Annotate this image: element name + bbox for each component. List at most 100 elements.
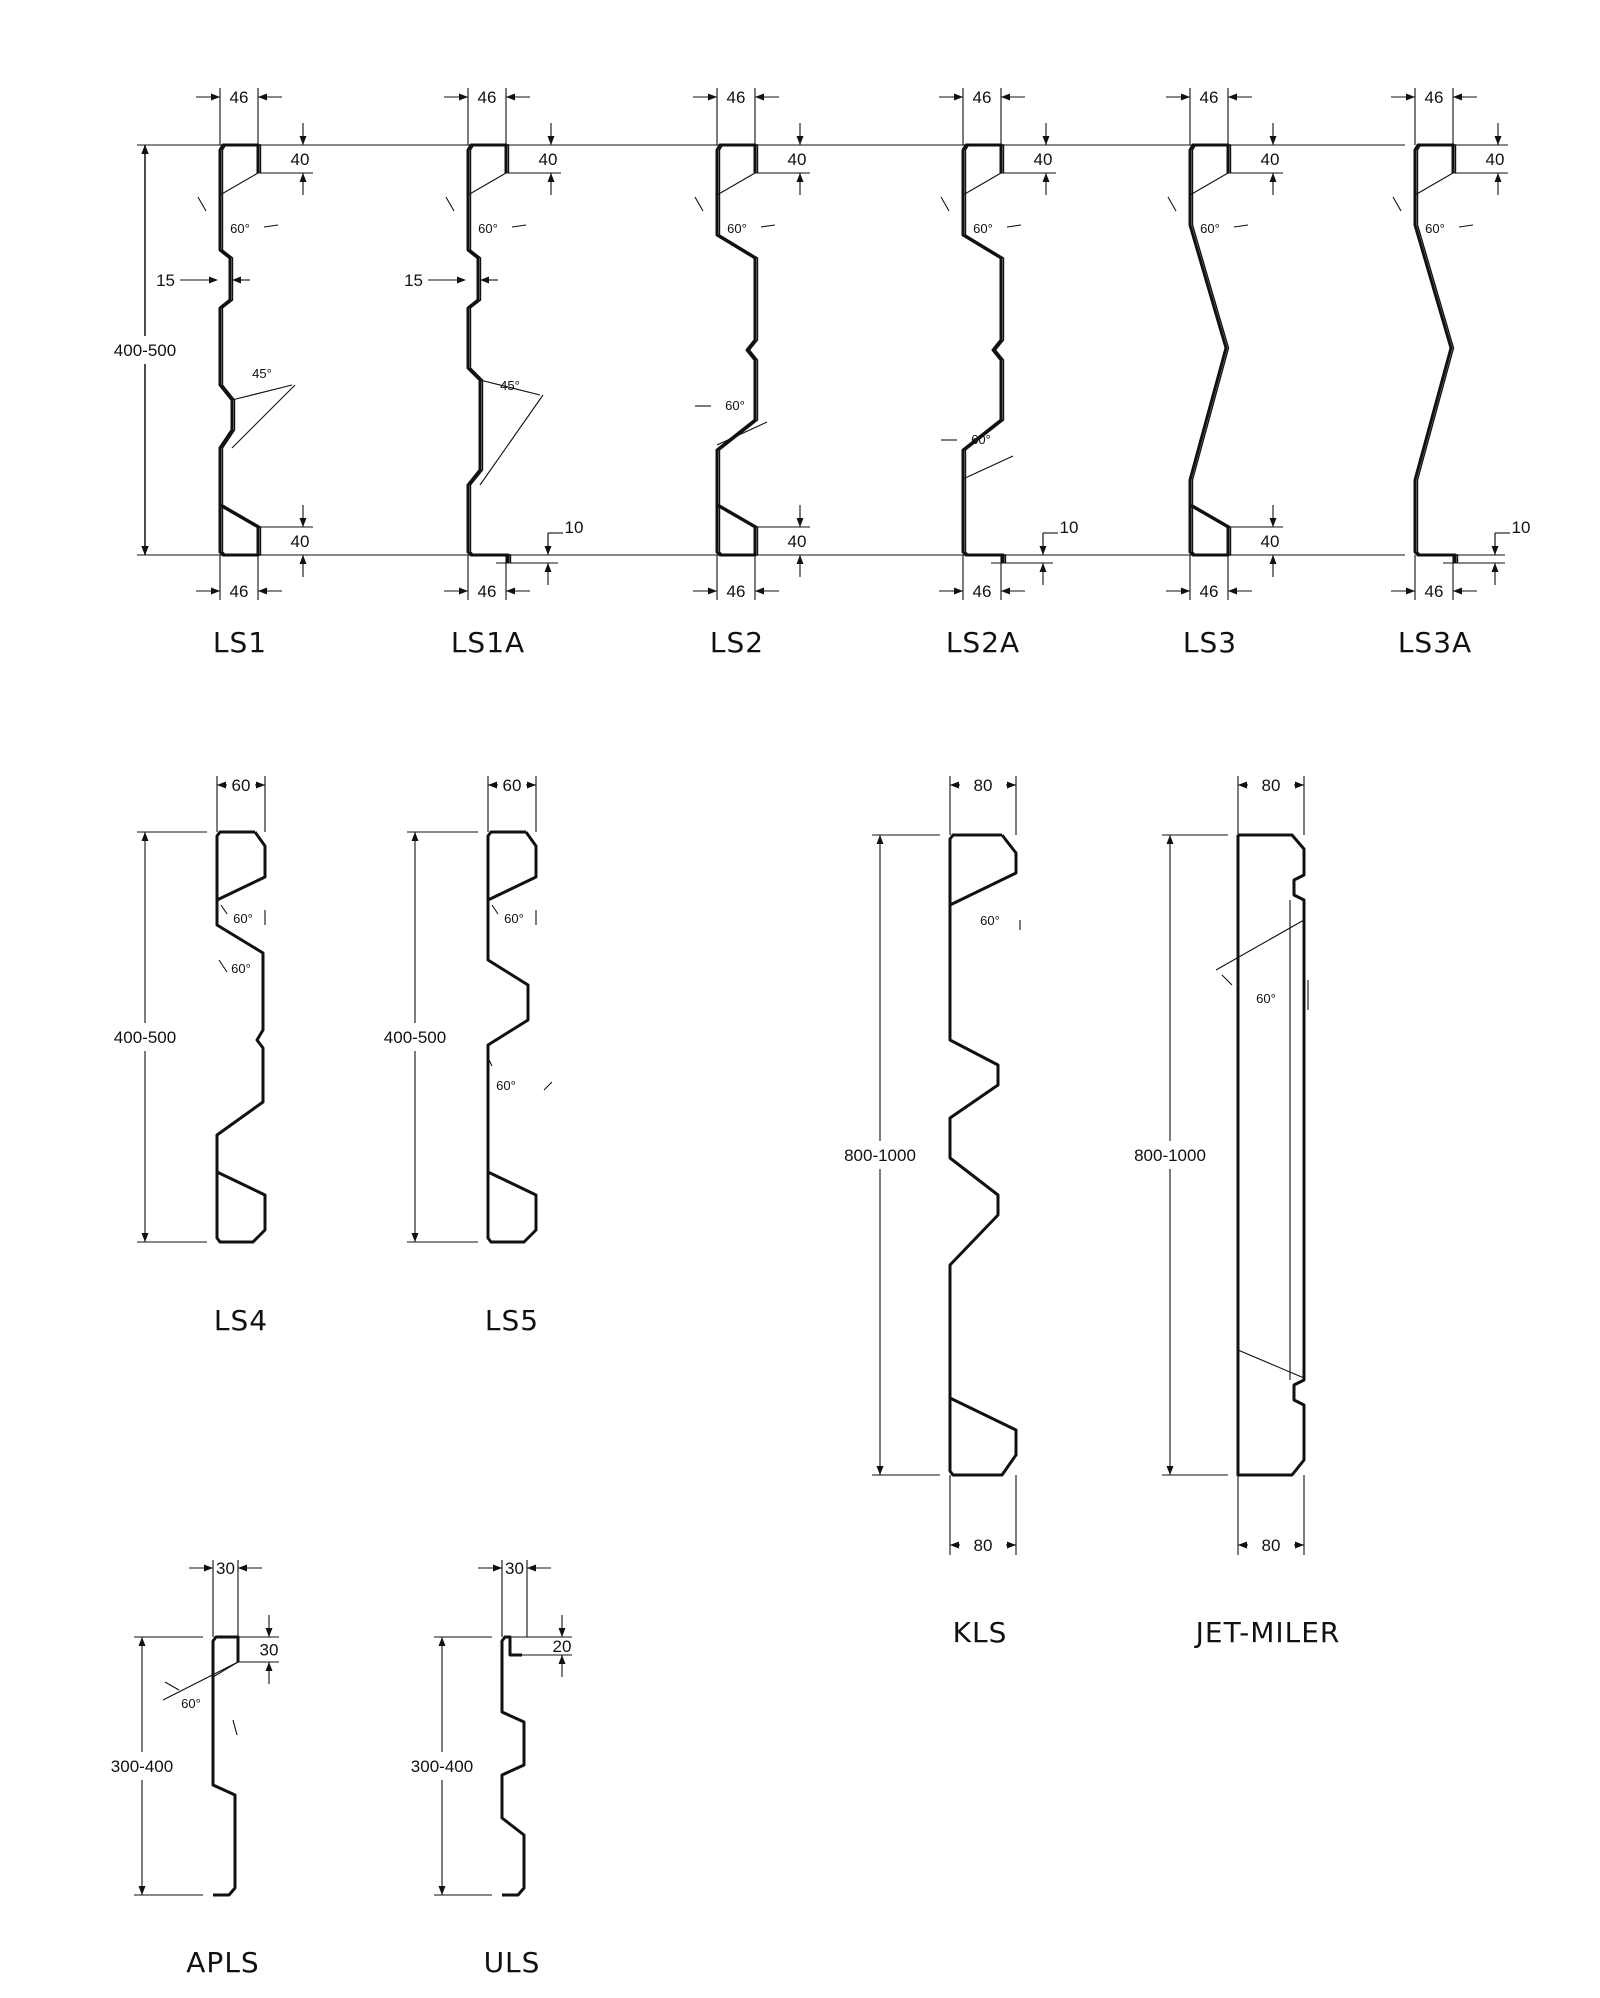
dimension-arrowhead — [558, 1655, 566, 1664]
dimension-arrowhead — [299, 555, 307, 564]
profile-web — [1189, 172, 1229, 196]
dimension-arrowhead — [954, 93, 963, 101]
dimension-arrowhead — [1295, 781, 1304, 789]
dimension-text-mask — [100, 338, 190, 360]
gap-dimension-value: 10 — [565, 518, 584, 537]
profile-label: LS5 — [485, 1304, 539, 1337]
width-dimension-value: 46 — [973, 582, 992, 601]
dimension-arrowhead — [950, 1541, 959, 1549]
thickness-dimension-value: 40 — [291, 532, 310, 551]
angle-annotation: 60° — [231, 961, 251, 976]
dimension-arrowhead — [138, 1637, 146, 1646]
profile-top-lug — [215, 830, 267, 902]
width-dimension-value: 30 — [216, 1559, 235, 1578]
profile-web — [716, 172, 756, 196]
angle-annotation: 60° — [727, 221, 747, 236]
profile-label: LS4 — [214, 1304, 268, 1337]
dimension-arrowhead — [459, 587, 468, 595]
dimension-arrowhead — [1001, 93, 1010, 101]
dimension-arrowhead — [138, 1886, 146, 1895]
dimension-arrowhead — [796, 518, 804, 527]
angle-leader — [1167, 196, 1177, 212]
gap-dimension-value: 10 — [1060, 518, 1079, 537]
angle-leader — [445, 196, 455, 212]
profile-label: ULS — [484, 1946, 541, 1979]
profile-web — [219, 504, 259, 528]
dimension-arrowhead — [256, 781, 265, 789]
dimension-arrowhead — [232, 276, 241, 284]
dimension-arrowhead — [1453, 587, 1462, 595]
dimension-arrowhead — [1406, 587, 1415, 595]
profile-outline — [486, 900, 538, 1244]
dimension-arrowhead — [1166, 835, 1174, 844]
angle-annotation: 60° — [230, 221, 250, 236]
profile-web — [1414, 172, 1454, 196]
thickness-dimension-value: 40 — [1261, 150, 1280, 169]
dimension-arrowhead — [1269, 173, 1277, 182]
angle-annotation: 60° — [233, 911, 253, 926]
profile-inner-edge — [469, 144, 512, 563]
dimension-arrowhead — [1007, 781, 1016, 789]
dimension-arrowhead — [211, 587, 220, 595]
thickness-dimension-value: 40 — [1486, 150, 1505, 169]
profile-web — [716, 504, 756, 528]
width-dimension-value: 46 — [1200, 582, 1219, 601]
profile-inner-edge — [964, 144, 1007, 563]
width-dimension-value: 46 — [230, 88, 249, 107]
dimension-arrowhead — [1007, 1541, 1016, 1549]
dimension-arrowhead — [488, 781, 497, 789]
angle-leader — [487, 1057, 493, 1067]
dimension-arrowhead — [1494, 136, 1502, 145]
angle-annotation: 60° — [504, 911, 524, 926]
dimension-text-mask — [370, 1025, 460, 1047]
width-dimension-value: 80 — [974, 776, 993, 795]
dimension-arrowhead — [708, 93, 717, 101]
dimension-arrowhead — [1453, 93, 1462, 101]
dimension-arrowhead — [1269, 136, 1277, 145]
angle-leader — [1233, 224, 1249, 228]
dimension-arrowhead — [1039, 563, 1047, 572]
dimension-arrowhead — [796, 136, 804, 145]
angle-leader — [1221, 974, 1233, 986]
dimension-arrowhead — [1228, 587, 1237, 595]
angle-leader — [164, 1681, 180, 1691]
dimension-arrowhead — [1042, 136, 1050, 145]
thickness-dimension-value: 40 — [291, 150, 310, 169]
thickness-dimension-value: 20 — [553, 1637, 572, 1656]
width-dimension-value: 46 — [478, 582, 497, 601]
angle-leader — [716, 421, 768, 446]
dimension-arrowhead — [258, 587, 267, 595]
thickness-dimension-value: 40 — [788, 532, 807, 551]
angle-annotation: 60° — [1256, 991, 1276, 1006]
angle-annotation: 60° — [1200, 221, 1220, 236]
dimension-arrowhead — [493, 1564, 502, 1572]
dimension-arrowhead — [876, 1466, 884, 1475]
dimension-arrowhead — [1181, 93, 1190, 101]
dimension-arrowhead — [527, 781, 536, 789]
dimension-arrowhead — [457, 276, 466, 284]
angle-leader — [232, 1719, 238, 1736]
angle-leader — [940, 196, 950, 212]
angle-leader — [1458, 224, 1474, 228]
height-range-value: 400-500 — [384, 1028, 446, 1047]
width-dimension-value: 46 — [727, 88, 746, 107]
gap-dimension-value: 10 — [1512, 518, 1531, 537]
profile-outline — [500, 1635, 526, 1897]
width-dimension-value: 46 — [727, 582, 746, 601]
dimension-arrowhead — [1166, 1466, 1174, 1475]
thickness-dimension-value: 30 — [260, 1641, 279, 1660]
angle-annotation: 60° — [971, 432, 991, 447]
profile-web — [467, 172, 507, 196]
height-range-value: 800-1000 — [844, 1146, 916, 1165]
dimension-arrowhead — [796, 173, 804, 182]
angle-annotation: 45° — [252, 366, 272, 381]
dimension-arrowhead — [1269, 555, 1277, 564]
dimension-text-mask — [835, 1143, 925, 1165]
angle-leader — [220, 904, 228, 915]
height-range-value: 400-500 — [114, 1028, 176, 1047]
dimension-arrowhead — [141, 145, 149, 154]
